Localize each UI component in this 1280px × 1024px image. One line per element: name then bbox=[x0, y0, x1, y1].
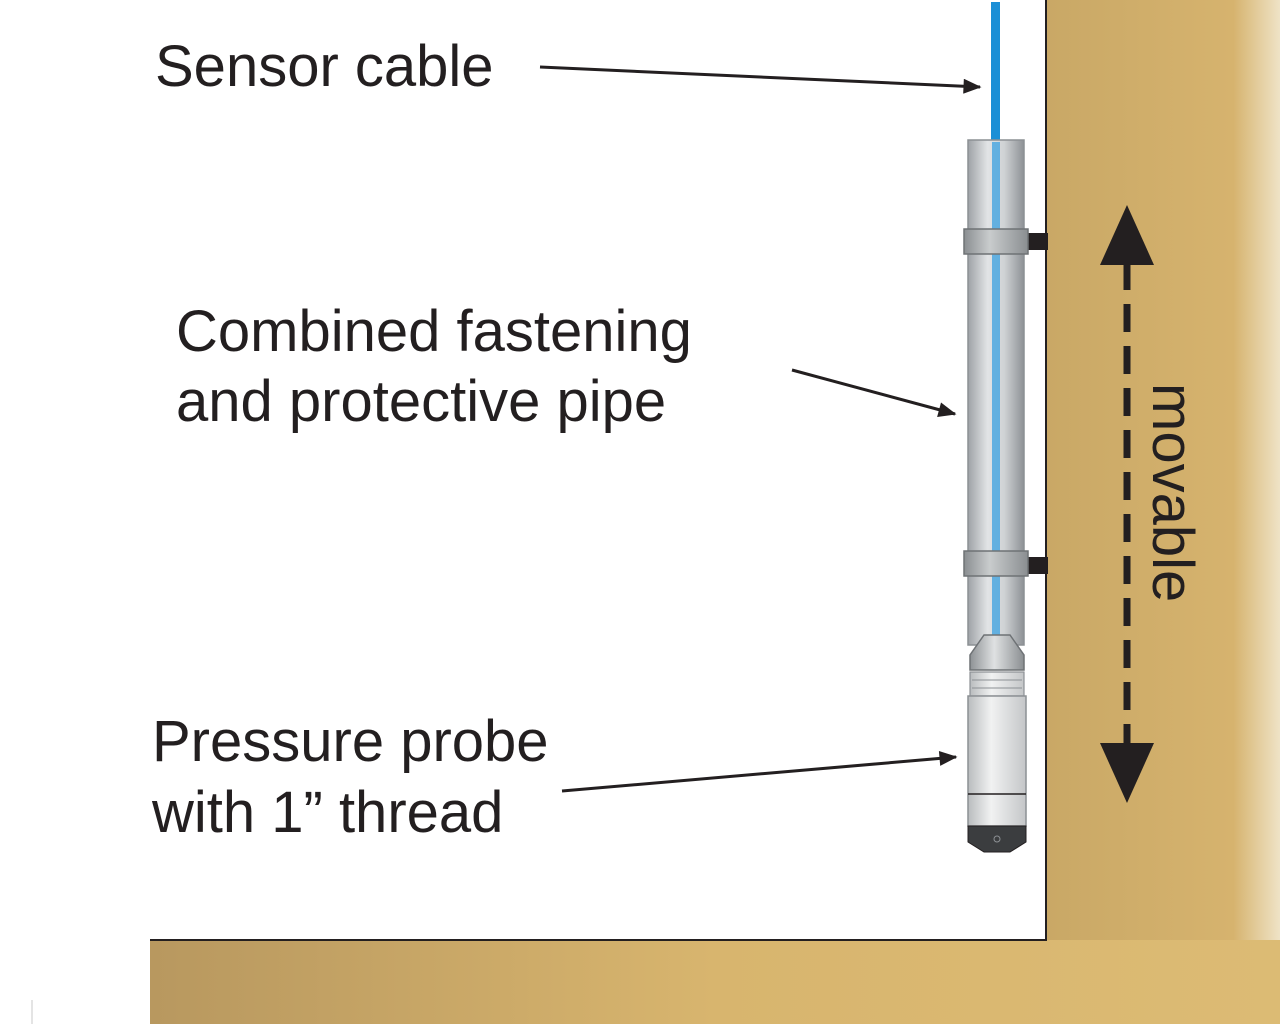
pipe-clamp-upper bbox=[963, 228, 1029, 255]
leader-arrow-sensor-cable bbox=[539, 65, 982, 94]
wall-bracket-lower bbox=[1024, 557, 1048, 574]
probe-tip-cap bbox=[967, 825, 1027, 853]
label-movable: movable bbox=[1140, 383, 1205, 602]
sensor-cable-inside-pipe bbox=[992, 142, 1000, 637]
probe-body bbox=[967, 695, 1027, 827]
leader-arrow-pipe bbox=[791, 368, 957, 417]
wall-bracket-upper bbox=[1024, 233, 1048, 250]
probe-thread bbox=[969, 671, 1025, 697]
label-probe-line1: Pressure probe bbox=[152, 709, 549, 774]
label-pipe-line1: Combined fastening bbox=[176, 299, 692, 364]
leader-arrow-probe bbox=[561, 750, 958, 793]
probe-tip-hole bbox=[993, 835, 1001, 843]
movable-arrow-head-up bbox=[1100, 205, 1154, 265]
wall-vertical bbox=[1046, 0, 1280, 1024]
probe-cone bbox=[969, 634, 1025, 671]
movable-arrow-head-down bbox=[1100, 743, 1154, 803]
wall-outline bbox=[150, 0, 1047, 941]
sensor-cable bbox=[991, 2, 1000, 142]
label-sensor-cable: Sensor cable bbox=[155, 34, 494, 99]
pipe-clamp-lower bbox=[963, 550, 1029, 577]
label-pipe-line2: and protective pipe bbox=[176, 369, 666, 434]
label-probe-line2: with 1” thread bbox=[151, 780, 503, 845]
floor-horizontal bbox=[150, 940, 1280, 1024]
